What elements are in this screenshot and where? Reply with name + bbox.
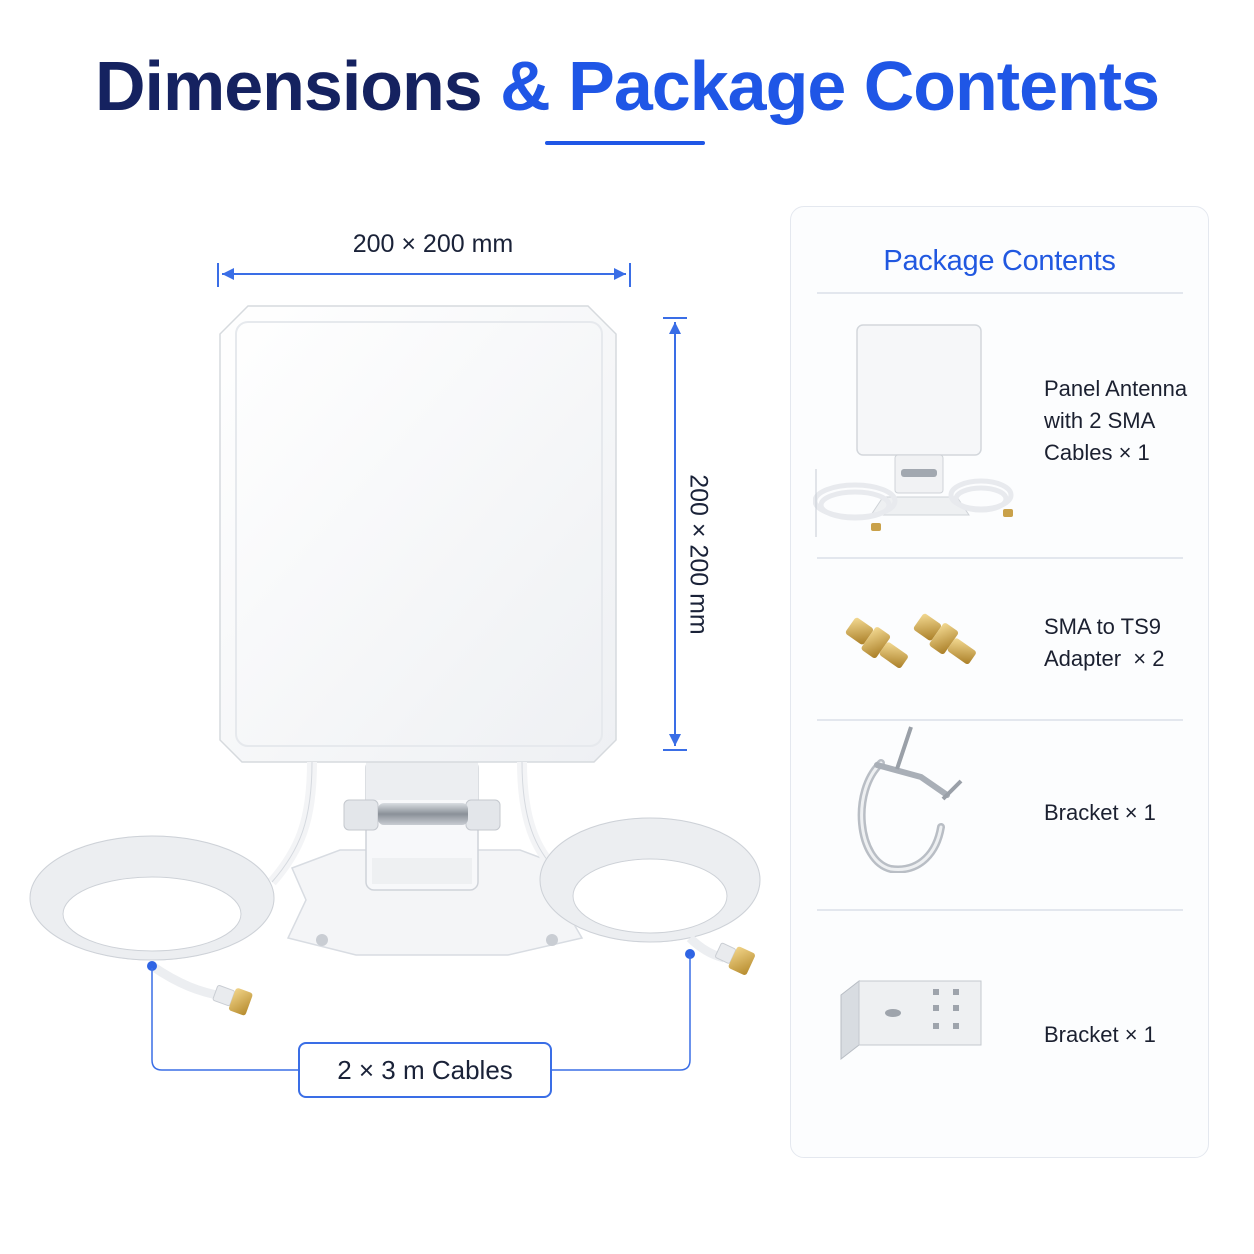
adapter-icon: [845, 613, 976, 669]
height-dimension-arrow: [663, 317, 687, 751]
divider: [817, 719, 1183, 721]
page-title-dark: Dimensions: [94, 47, 483, 125]
clamp-bracket-icon: [857, 726, 963, 873]
divider: [817, 557, 1183, 559]
panel-antenna-icon: [813, 324, 1014, 537]
divider: [817, 292, 1183, 294]
page-title-accent: & Package Contents: [500, 47, 1160, 125]
package-item-line: Adapter × 2: [1044, 646, 1165, 671]
l-bracket-icon: [840, 979, 982, 1061]
package-contents-title: Package Contents: [883, 245, 1116, 277]
divider: [817, 909, 1183, 911]
package-item-antenna: Panel Antenna with 2 SMA Cables × 1: [1044, 373, 1187, 469]
cables-callout-lines: [151, 956, 691, 1071]
package-item-line: Bracket × 1: [1044, 1022, 1156, 1047]
width-dimension-arrow: [217, 263, 631, 287]
title-underline: [545, 141, 705, 145]
cables-label: 2 × 3 m Cables: [298, 1042, 552, 1098]
page-title: Dimensions & Package Contents: [0, 46, 1254, 126]
height-dimension-label: 200 × 200 mm: [684, 474, 713, 635]
antenna-illustration: [29, 263, 761, 1071]
package-item-line: SMA to TS9: [1044, 614, 1161, 639]
package-item-line: Cables × 1: [1044, 440, 1150, 465]
package-contents-panel: Package Contents Panel Antenna with 2 SM…: [790, 206, 1209, 1158]
width-dimension-label: 200 × 200 mm: [352, 230, 514, 258]
package-item-line: Panel Antenna: [1044, 376, 1188, 401]
package-item-line: Bracket × 1: [1044, 800, 1156, 825]
package-item-bracket-clamp: Bracket × 1: [1044, 797, 1156, 829]
package-item-adapter: SMA to TS9 Adapter × 2: [1044, 611, 1164, 675]
package-item-bracket-l: Bracket × 1: [1044, 1019, 1156, 1051]
package-item-line: with 2 SMA: [1044, 408, 1156, 433]
